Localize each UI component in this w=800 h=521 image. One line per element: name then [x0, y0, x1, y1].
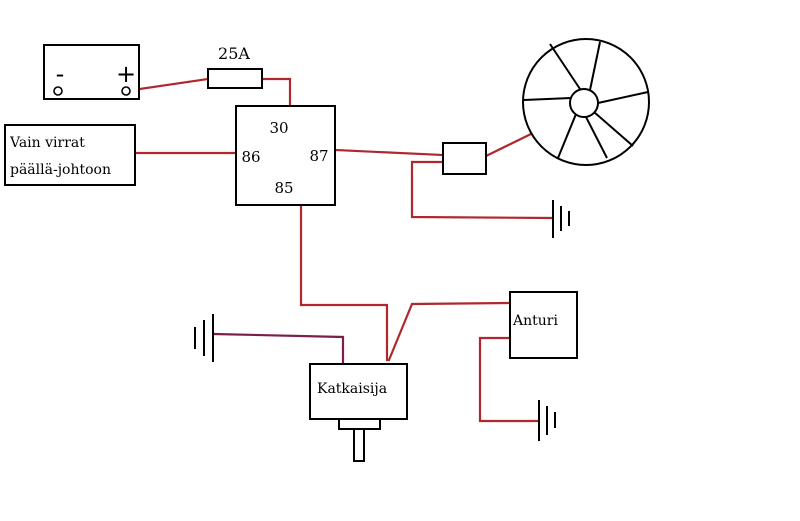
sensor: Anturi: [509, 291, 578, 359]
wire-sensor-ground: [478, 336, 540, 423]
relay-pin-85: 85: [274, 179, 293, 197]
switch-label: Katkaisija: [317, 381, 387, 397]
ignition-box-line2: päällä-johtoon: [10, 162, 111, 178]
fan-icon: [522, 38, 650, 166]
relay-icon: [235, 105, 336, 206]
battery-plus-terminal: [121, 86, 131, 96]
wire-fuse-relay30: [260, 77, 292, 108]
ignition-box-frame: [4, 124, 136, 186]
wire-switch-ground: [212, 332, 345, 366]
wire-relay85-switch: [299, 203, 389, 362]
ground-icon: [552, 200, 570, 238]
sensor-label: Anturi: [512, 313, 558, 329]
battery-minus-label: -: [56, 60, 65, 88]
battery-plus-label: +: [116, 60, 136, 88]
relay-pin-30: 30: [269, 119, 288, 137]
battery-minus-terminal: [53, 86, 63, 96]
ignition-box: Vain virrat päällä-johtoon: [4, 124, 136, 186]
relay-pin-87: 87: [309, 147, 328, 165]
ignition-box-line1: Vain virrat: [9, 135, 85, 151]
battery: - +: [43, 44, 140, 100]
switch-stem-base: [338, 418, 381, 430]
switch-stem: [353, 428, 365, 462]
fuse-icon: [207, 68, 263, 89]
sensor-frame: [509, 291, 578, 359]
switch: Katkaisija: [309, 363, 408, 462]
fuse: 25A: [207, 44, 263, 89]
wire-switch-sensor: [387, 301, 512, 362]
wire-connector-ground: [410, 160, 554, 220]
relay-pin-86: 86: [241, 148, 260, 166]
ground-icon: [194, 314, 214, 362]
wire-relay87-connector: [333, 148, 445, 157]
fuse-label: 25A: [218, 44, 250, 63]
relay: 30 86 87 85: [235, 105, 336, 206]
connector-icon: [442, 142, 487, 175]
ground-icon: [538, 400, 556, 441]
